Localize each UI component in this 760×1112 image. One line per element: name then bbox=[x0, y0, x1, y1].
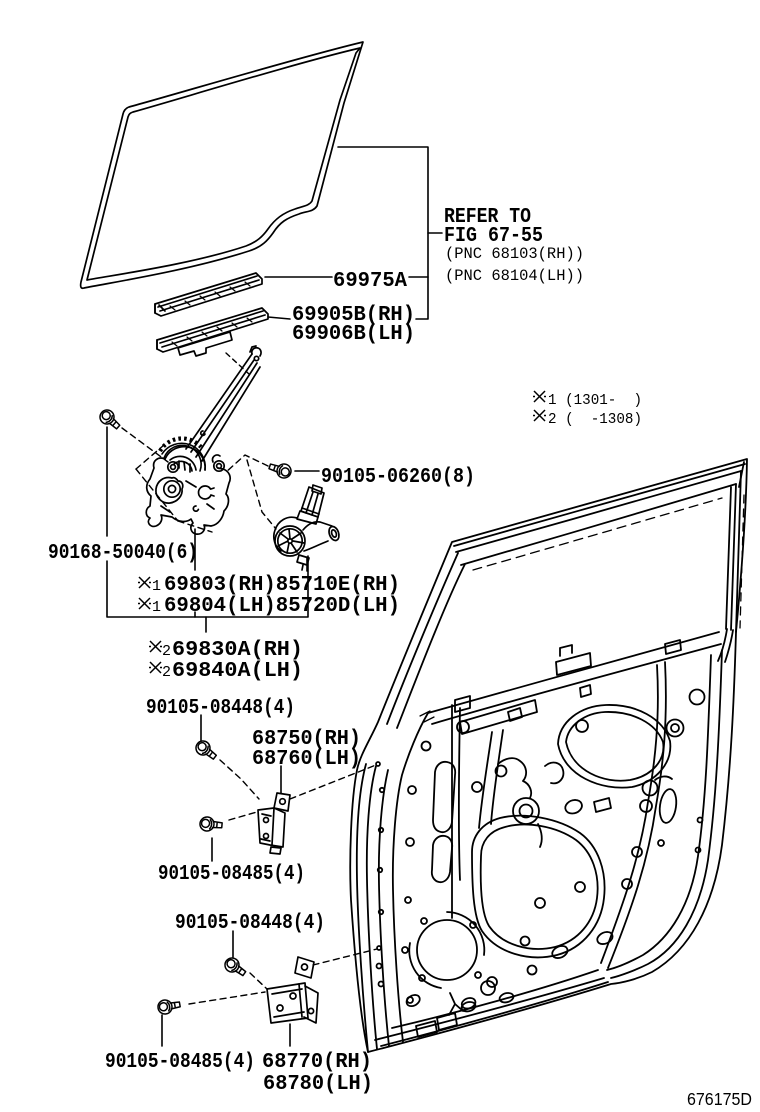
svg-text:1: 1 bbox=[152, 578, 161, 595]
svg-text:90105-08448(4): 90105-08448(4) bbox=[146, 696, 295, 720]
svg-text:69830A(RH): 69830A(RH) bbox=[172, 638, 303, 662]
svg-text:2: 2 bbox=[162, 664, 171, 681]
svg-text:69906B(LH): 69906B(LH) bbox=[292, 322, 415, 346]
svg-text:69803(RH)85710E(RH): 69803(RH)85710E(RH) bbox=[164, 573, 400, 597]
svg-text:(PNC 68103(RH)): (PNC 68103(RH)) bbox=[445, 245, 584, 263]
svg-text:69905B(RH): 69905B(RH) bbox=[292, 303, 415, 327]
svg-text:1: 1 bbox=[152, 599, 161, 616]
svg-text:FIG 67-55: FIG 67-55 bbox=[444, 224, 543, 248]
svg-text:REFER TO: REFER TO bbox=[444, 205, 531, 229]
svg-text:69840A(LH): 69840A(LH) bbox=[172, 659, 303, 683]
svg-text:90105-08485(4): 90105-08485(4) bbox=[158, 862, 305, 886]
svg-text:69975A: 69975A bbox=[333, 269, 407, 293]
svg-text:68750(RH): 68750(RH) bbox=[252, 727, 361, 751]
svg-text:69804(LH)85720D(LH): 69804(LH)85720D(LH) bbox=[164, 594, 400, 618]
svg-text:1 (1301- ): 1 (1301- ) bbox=[548, 392, 642, 409]
svg-text:90168-50040(6): 90168-50040(6) bbox=[48, 541, 198, 565]
svg-text:68770(RH): 68770(RH) bbox=[262, 1050, 372, 1074]
svg-text:2 ( -1308): 2 ( -1308) bbox=[548, 411, 642, 428]
svg-text:68780(LH): 68780(LH) bbox=[263, 1072, 373, 1096]
svg-text:(PNC 68104(LH)): (PNC 68104(LH)) bbox=[445, 267, 584, 285]
svg-text:2: 2 bbox=[162, 643, 171, 660]
svg-text:676175D: 676175D bbox=[687, 1089, 752, 1109]
svg-text:90105-06260(8): 90105-06260(8) bbox=[321, 465, 475, 489]
svg-text:90105-08485(4): 90105-08485(4) bbox=[105, 1050, 255, 1074]
svg-text:90105-08448(4): 90105-08448(4) bbox=[175, 911, 325, 935]
svg-text:68760(LH): 68760(LH) bbox=[252, 747, 361, 771]
